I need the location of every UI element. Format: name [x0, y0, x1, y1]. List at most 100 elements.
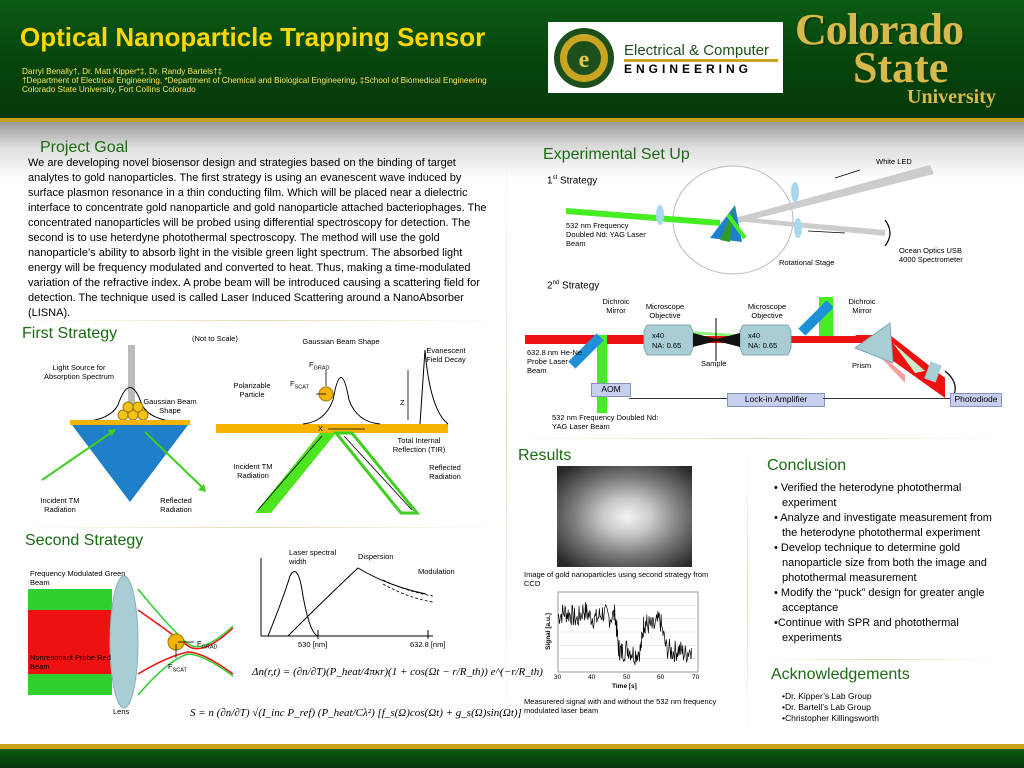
lock-in-amplifier-box: Lock-in Amplifier [727, 393, 825, 407]
ece-logo: e Electrical & Computer ENGINEERING [548, 22, 783, 93]
prism-label: Prism [852, 361, 872, 370]
second-strategy-heading: 2nd Strategy [547, 280, 600, 292]
x40-left-label: x40 [652, 331, 665, 340]
lens-label: Lens [113, 707, 130, 716]
acknowledgement-item: •Dr. Kipper’s Lab Group [782, 691, 872, 701]
laser-532-label: 532 nm Frequency Doubled Nd: YAG Laser B… [566, 221, 646, 248]
poster-footer [0, 744, 1024, 768]
z-axis-label: Z [400, 398, 405, 407]
signal-chart-xtick: 30 [554, 674, 562, 681]
laser-width-label: Laser spectral width [289, 548, 337, 566]
conclusion-item: • Develop technique to determine gold na… [774, 542, 987, 584]
csu-logo-line3: University [907, 86, 996, 108]
f-grad-label-2: FGRAD [197, 639, 218, 651]
results-title: Results [518, 447, 572, 464]
reflected-label-right: Reflected Radiation [429, 463, 461, 481]
fm-green-label: Frequency Modulated Green Beam [30, 569, 126, 587]
equation-signal: S = n (∂n/∂T) √(I_inc P_ref) (P_heat/Cλ²… [190, 707, 522, 719]
divider [747, 448, 748, 738]
photodiode-box: Photodiode [950, 393, 1002, 407]
ocean-optics-label: Ocean Optics USB 4000 Spectrometer [899, 246, 963, 264]
project-goal-title: Project Goal [40, 139, 129, 156]
signal-chart-xtick: 70 [692, 674, 700, 681]
signal-chart-xlabel: Time [s] [612, 683, 637, 690]
poster-header [0, 0, 1024, 118]
header-gold-rule [0, 118, 1024, 122]
conclusion-item: • Verified the heterodyne photothermal e… [774, 482, 962, 509]
nonres-red-label: Nonresonant Probe Red Beam [30, 653, 111, 671]
csu-logo-line2: State [853, 43, 949, 92]
gaussian-beam-label-right: Gaussian Beam Shape [302, 337, 380, 346]
signal-caption: Measurered signal with and without the 5… [524, 697, 717, 715]
conclusion-item: •Continue with SPR and photothermal expe… [774, 617, 959, 644]
conclusion-item: • Modify the “puck” design for greater a… [774, 587, 985, 614]
ece-logo-mark: e [554, 28, 614, 88]
signal-chart-xtick: 50 [623, 674, 631, 681]
dichroic-mirror-left-label: Dichroic Mirror [602, 297, 630, 315]
signal-series-line [557, 601, 692, 666]
experimental-setup-title: Experimental Set Up [543, 146, 690, 163]
setup-first-strategy-diagram [566, 165, 934, 275]
ece-logo-line1: Electrical & Computer [624, 42, 770, 59]
reflected-label-left: Reflected Radiation [160, 496, 192, 514]
dichroic-mirror-right-label: Dichroic Mirror [848, 297, 876, 315]
acknowledgement-item: •Christopher Killingsworth [782, 713, 879, 723]
divider [512, 438, 1002, 439]
acknowledgements-title: Acknowledgements [771, 666, 910, 683]
signal-wire [823, 398, 950, 399]
incident-tm-label-left: Incident TM Radiation [40, 496, 80, 514]
gaussian-beam-label-left: Gaussian Beam Shape [143, 397, 197, 415]
divider [20, 527, 500, 528]
x-axis-label: X [318, 424, 324, 433]
poster-title: Optical Nanoparticle Trapping Sensor [20, 22, 486, 52]
white-led-label: White LED [876, 157, 912, 166]
ccd-image-caption: Image of gold nanoparticles using second… [524, 570, 709, 588]
acknowledgements-list: •Dr. Kipper’s Lab Group •Dr. Bartell’s L… [782, 691, 879, 724]
incident-tm-label-right: Incident TM Radiation [233, 462, 273, 480]
first-strategy-diagram [41, 345, 449, 515]
conclusion-list: • Verified the heterodyne photothermal e… [772, 481, 992, 646]
equation-delta-n: Δn(r,t) = (∂n/∂T)(P_heat/4πκr)(1 + cos(Ω… [252, 666, 543, 678]
svg-text:e: e [579, 47, 590, 73]
signal-chart-svg [557, 591, 699, 673]
nm632-label: 632.8 [nm] [410, 640, 446, 649]
nm530-label: 530 [nm] [298, 640, 328, 649]
divider [760, 659, 1000, 660]
ece-logo-rule [624, 59, 778, 62]
dispersion-label: Dispersion [358, 552, 394, 561]
project-goal-text: We are developing novel biosensor design… [28, 157, 487, 319]
affiliations-line: †Department of Electrical Engineering, *… [22, 76, 487, 85]
setup-second-strategy-diagram [525, 297, 956, 413]
csu-logo-line1: Colorado [795, 5, 964, 54]
hene-laser-label: 632.8 nm He-Ne Probe Laser Beam [527, 348, 583, 375]
conclusion-item: • Analyze and investigate measurement fr… [774, 512, 992, 539]
f-scat-label: FSCAT [290, 379, 309, 391]
f-grad-label: FGRAD [309, 360, 330, 372]
laser-532-label-2: 532 nm Frequency Doubled Nd: YAG Laser B… [552, 413, 659, 431]
aom-box: AOM [591, 383, 631, 397]
csu-logo: Colorado State University [795, 8, 1010, 113]
not-to-scale-note: (Not to Scale) [192, 334, 238, 343]
sample-label: Sample [701, 359, 727, 368]
authors-line: Darryl Benally†, Dr. Matt Kipper*‡, Dr. … [22, 67, 223, 76]
ece-logo-line2: ENGINEERING [624, 62, 753, 76]
evanescent-label: Evanescent Field Decay [426, 346, 466, 364]
x40-right-label: x40 [748, 331, 761, 340]
university-line: Colorado State University, Fort Collins … [22, 85, 196, 94]
signal-chart-xtick: 40 [588, 674, 596, 681]
rotational-stage-label: Rotational Stage [779, 258, 835, 267]
divider [506, 130, 507, 740]
signal-chart-xtick: 60 [657, 674, 665, 681]
divider [20, 320, 500, 321]
signal-chart: Signal [a.u.] Time [s] 30 40 50 60 70 [545, 588, 706, 698]
first-strategy-title: First Strategy [22, 325, 118, 342]
acknowledgement-item: •Dr. Bartell’s Lab Group [782, 702, 871, 712]
second-strategy-diagram [28, 558, 434, 709]
second-strategy-title: Second Strategy [25, 532, 144, 549]
f-scat-label-2: FSCAT [168, 662, 187, 674]
modulation-label: Modulation [418, 567, 455, 576]
na-left-label: NA: 0.65 [652, 341, 682, 350]
first-strategy-heading: 1st Strategy [547, 175, 598, 187]
objective-right-label: Microscope Objective [747, 302, 787, 320]
polarizable-particle-label: Polarizable Particle [233, 381, 271, 399]
